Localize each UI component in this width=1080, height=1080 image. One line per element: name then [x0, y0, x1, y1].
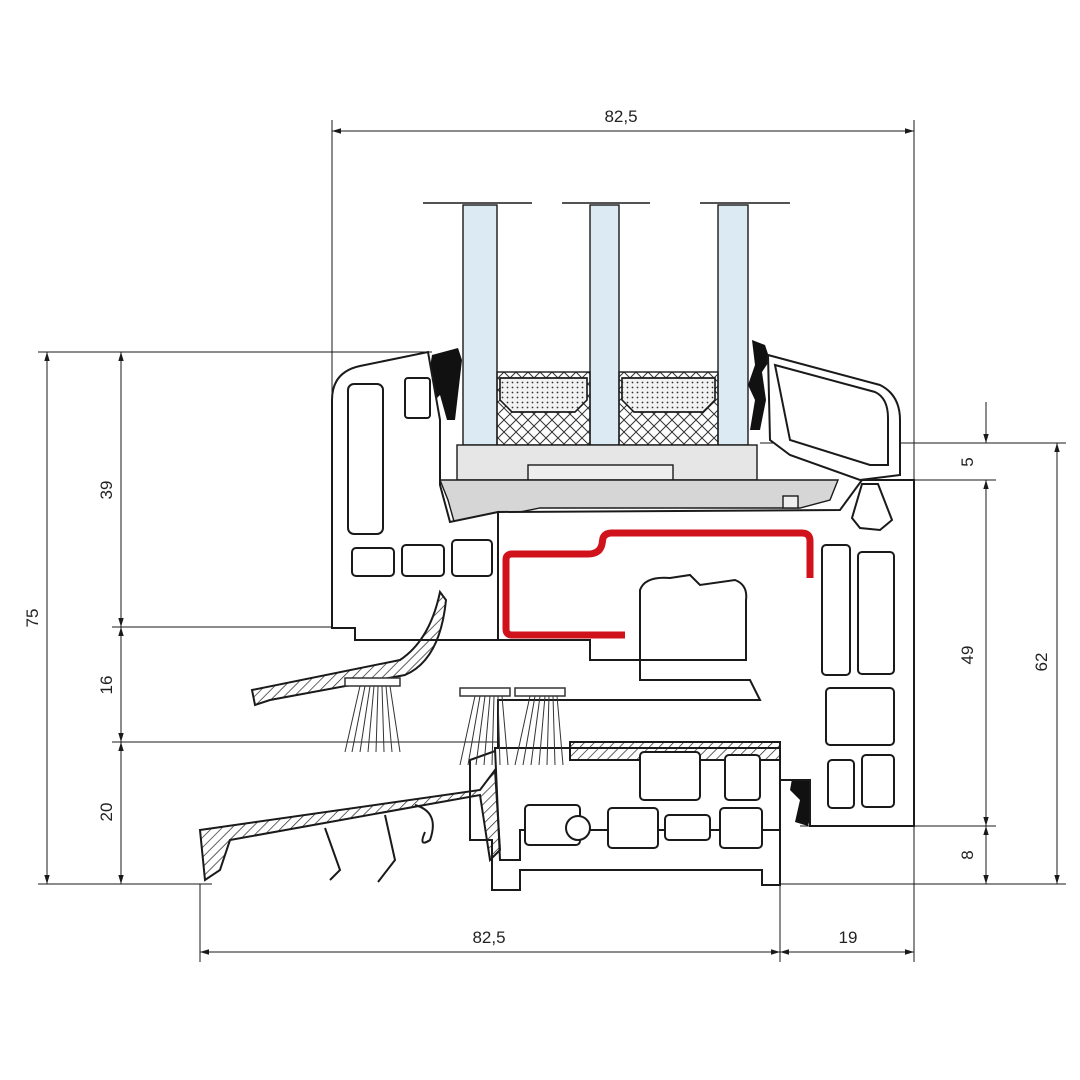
- dimension-lines: [44, 128, 1060, 955]
- glazing: [423, 202, 840, 526]
- dimension-top-width: 82,5: [604, 107, 638, 126]
- dimension-right-middle: 49: [958, 645, 977, 665]
- dimension-left-upper: 39: [97, 480, 116, 500]
- sill-cover: [198, 767, 502, 882]
- dimension-right-gap: 5: [958, 457, 977, 467]
- glass-pane: [589, 204, 620, 446]
- glass-pane: [717, 204, 749, 446]
- frame-profile: [198, 350, 915, 891]
- glass-support: [438, 479, 840, 526]
- dimension-right-total: 62: [1032, 652, 1051, 672]
- glass-pane: [462, 204, 498, 446]
- dimension-bottom-width: 82,5: [472, 928, 506, 947]
- steel-reinforcement: [502, 529, 814, 639]
- dimension-left-lower: 20: [97, 802, 116, 822]
- dimension-right-bottom: 8: [958, 850, 977, 860]
- dimension-left-total: 75: [23, 608, 42, 628]
- brush-seals: [344, 677, 566, 766]
- dimension-bottom-offset: 19: [838, 928, 858, 947]
- dimension-left-middle: 16: [97, 675, 116, 695]
